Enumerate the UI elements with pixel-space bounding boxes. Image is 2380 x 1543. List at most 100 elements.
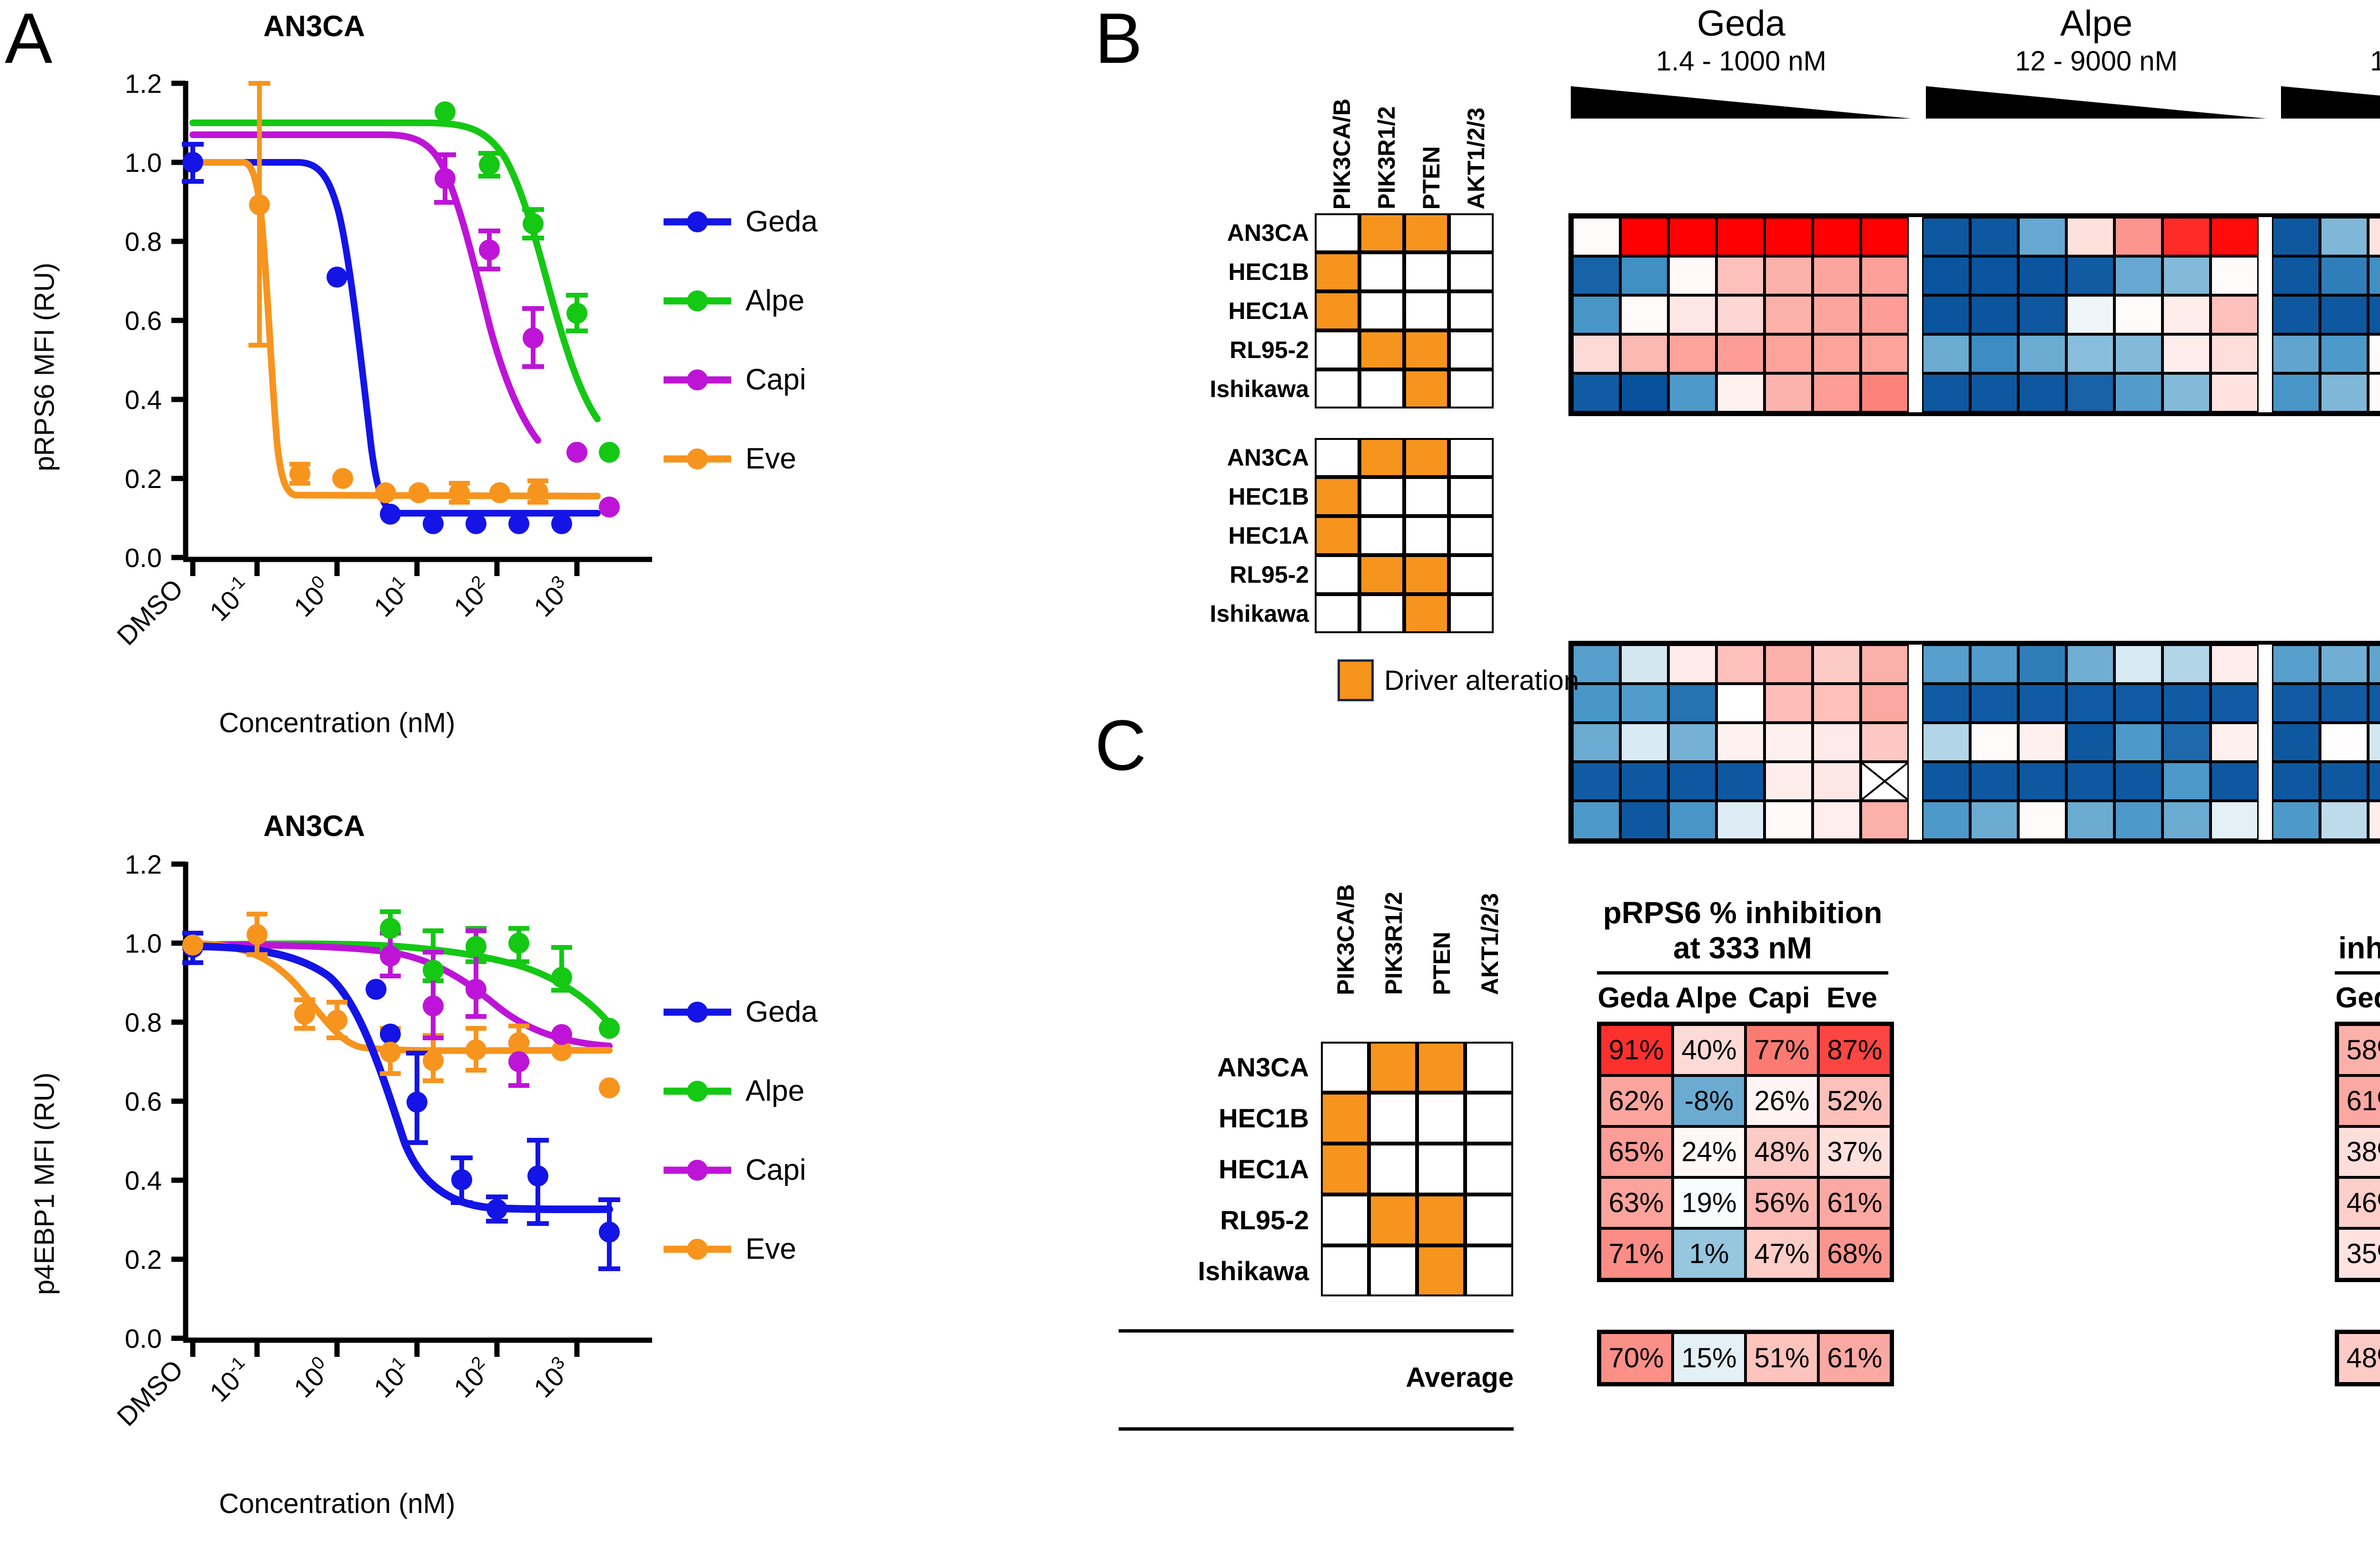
svg-text:0.8: 0.8	[125, 227, 162, 257]
heatmap-cell	[2272, 684, 2320, 723]
svg-text:0.0: 0.0	[125, 1324, 162, 1354]
heatmap-cell	[1765, 334, 1813, 373]
heatmap-cell	[2162, 217, 2211, 256]
table-cell: 91%	[1600, 1025, 1673, 1075]
chart2-xlabel: Concentration (nM)	[219, 1488, 456, 1519]
mutation-cell	[1359, 291, 1404, 330]
heatmap-cell	[2211, 334, 2259, 373]
heatmap-cell	[1970, 295, 2018, 334]
mutation-cell	[1417, 1195, 1465, 1245]
legend2-label-geda: Geda	[745, 995, 818, 1028]
heatmap-cell	[1668, 217, 1716, 256]
heatmap-cell	[1572, 684, 1620, 723]
row-label-hec1b: HEC1B	[1228, 483, 1309, 510]
table-cell: 37%	[1818, 1126, 1891, 1177]
gene-header-pten: PTEN	[1418, 146, 1445, 209]
heatmap-cell	[2066, 762, 2114, 801]
svg-text:103: 103	[526, 1353, 577, 1403]
row-label-an3ca: AN3CA	[1227, 444, 1309, 471]
panel-a-letter: A	[5, 0, 53, 78]
mutation-cell	[1449, 555, 1494, 594]
mutation-cell	[1315, 438, 1359, 477]
svg-text:10-1: 10-1	[202, 572, 257, 627]
heatmap-cell	[1813, 684, 1861, 723]
heatmap-cell	[2018, 217, 2066, 256]
mutation-cell	[1369, 1042, 1417, 1093]
legend-item-eve: Eve	[662, 442, 818, 476]
driver-alteration-swatch	[1338, 659, 1374, 701]
svg-text:0.4: 0.4	[125, 385, 162, 415]
table-cell: 71%	[1600, 1228, 1673, 1279]
heatmap-cell	[1970, 256, 2018, 295]
table-average-cell: 48%	[2338, 1333, 2380, 1384]
heatmap-cell	[1970, 217, 2018, 256]
drug-name: Capi	[2281, 5, 2380, 43]
mutation-cell	[1417, 1144, 1465, 1195]
heatmap-cell	[1813, 217, 1861, 256]
heatmap-cell	[1813, 723, 1861, 762]
table-column-header-geda: Geda	[1597, 982, 1669, 1014]
mutation-cell	[1449, 516, 1494, 555]
heatmap-cell	[2272, 373, 2320, 412]
heatmap-cell	[1620, 762, 1668, 801]
heatmap-cell	[2211, 723, 2259, 762]
heatmap-cell	[1922, 256, 1970, 295]
table-cell: 77%	[1745, 1025, 1818, 1075]
drug-header-capi: Capi12 - 9000 nM	[2281, 5, 2380, 119]
gene-header-pten: PTEN	[1428, 931, 1455, 995]
table-header-rule	[1597, 971, 1888, 975]
mutation-cell	[1315, 369, 1359, 408]
heatmap-cell	[2272, 217, 2320, 256]
chart2-plot: 1.2 1.0 0.8 0.6 0.4 0.2 0.0 DMSO 10-1 10…	[111, 849, 652, 1432]
legend2-label-alpe: Alpe	[745, 1075, 805, 1107]
heatmap-cell	[2162, 256, 2211, 295]
table-cell: 1%	[1673, 1228, 1745, 1279]
row-label-ishikawa: Ishikawa	[1198, 1256, 1309, 1286]
svg-text:0.8: 0.8	[125, 1007, 162, 1037]
row-label-rl952: RL95-2	[1220, 1205, 1309, 1235]
heatmap-cell	[2211, 373, 2259, 412]
heatmap-cell	[1620, 373, 1668, 412]
table-title: pRPS6 % inhibition at 333 nM	[1603, 896, 1883, 965]
heatmap-cell	[2114, 645, 2162, 684]
heatmap-cell	[2066, 373, 2114, 412]
heatmap-cell	[2272, 295, 2320, 334]
svg-text:0.0: 0.0	[125, 543, 162, 573]
mutation-cell	[1449, 252, 1494, 291]
heatmap-cell	[1970, 373, 2018, 412]
heatmap-cell	[1765, 373, 1813, 412]
heatmap-cell	[1572, 295, 1620, 334]
table-cell: 58%	[2338, 1025, 2380, 1075]
svg-text:DMSO: DMSO	[111, 573, 188, 651]
heatmap-cell	[2211, 256, 2259, 295]
mutation-cell	[1449, 477, 1494, 516]
heatmap-cell	[2162, 645, 2211, 684]
heatmap-cell	[2162, 723, 2211, 762]
heatmap-cell	[1861, 256, 1909, 295]
mutation-cell	[1417, 1093, 1465, 1144]
table-cell: 65%	[1600, 1126, 1673, 1177]
heatmap-cell	[1572, 217, 1620, 256]
svg-text:103: 103	[526, 572, 577, 622]
heatmap-cell	[1716, 645, 1765, 684]
mutation-cell	[1417, 1245, 1465, 1296]
legend-label-eve: Eve	[745, 442, 796, 475]
heatmap-cell	[1716, 295, 1765, 334]
heatmap-cell	[2018, 801, 2066, 840]
chart2-title: AN3CA	[263, 810, 365, 843]
panelB-heatmap-p4ebp1	[1568, 641, 2380, 844]
panelC-average-rule	[1119, 1329, 1514, 1333]
heatmap-cell	[2368, 334, 2380, 373]
heatmap-cell	[2272, 334, 2320, 373]
heatmap-cell	[1861, 217, 1909, 256]
heatmap-cell	[2114, 295, 2162, 334]
heatmap-cell	[1813, 295, 1861, 334]
heatmap-cell	[2066, 256, 2114, 295]
heatmap-cell	[1922, 217, 1970, 256]
heatmap-cell	[2066, 723, 2114, 762]
